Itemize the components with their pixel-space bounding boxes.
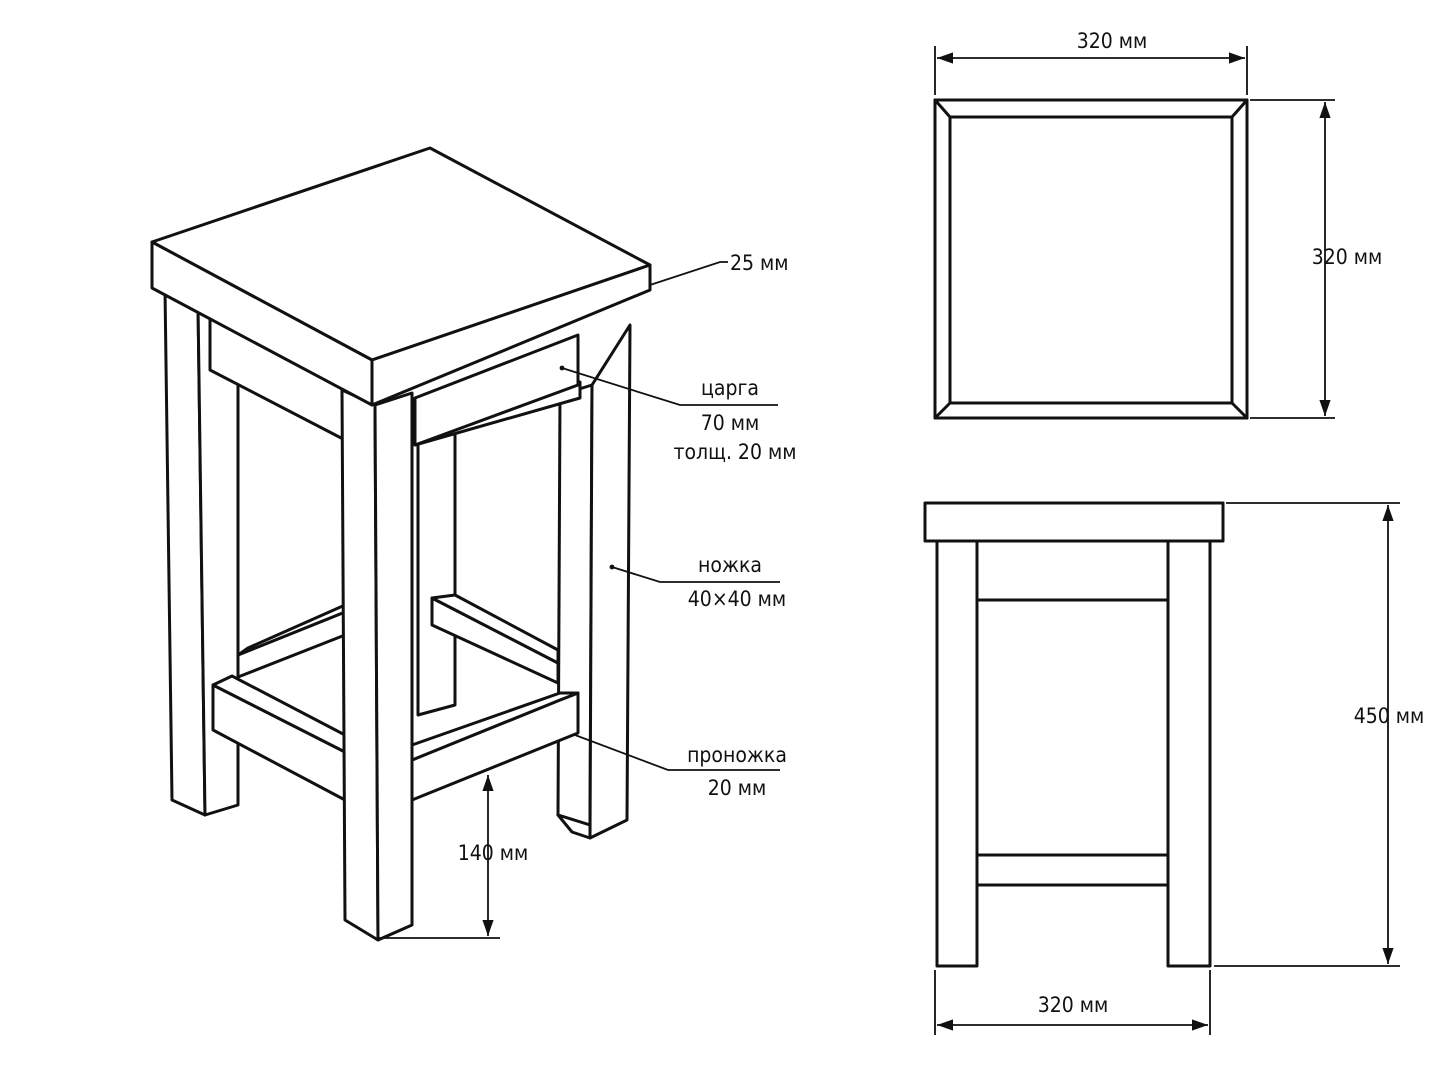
stretchers-back	[236, 593, 560, 685]
label-leg-name: ножка	[698, 553, 762, 577]
apron-front-view	[973, 538, 1172, 602]
apron-front	[413, 333, 580, 447]
top-width-dimension	[934, 46, 1248, 95]
stretcher-front-view	[973, 853, 1172, 887]
seat-top	[150, 146, 652, 407]
label-leg-size: 40×40 мм	[688, 587, 786, 611]
front-height-dimension	[1214, 502, 1400, 967]
leg-back-left	[416, 428, 457, 717]
isometric-view	[150, 146, 780, 942]
top-depth-dimension	[1250, 99, 1335, 419]
label-stretcher-height: 140 мм	[458, 841, 529, 865]
seat-chamfer-inner	[948, 115, 1234, 405]
top-view	[933, 46, 1335, 420]
leg-front-right	[340, 388, 414, 942]
leg-right-front-view	[1166, 538, 1212, 968]
label-front-width: 320 мм	[1038, 993, 1109, 1017]
label-apron-height: 70 мм	[701, 411, 760, 435]
leg-left-front-view	[935, 538, 979, 968]
label-front-height: 450 мм	[1354, 704, 1425, 728]
front-width-dimension	[934, 970, 1211, 1035]
label-apron-name: царга	[701, 376, 759, 400]
label-stretcher-size: 20 мм	[708, 776, 767, 800]
seat-front-view	[923, 501, 1225, 543]
label-top-width: 320 мм	[1077, 29, 1148, 53]
label-stretcher-name: проножка	[687, 743, 787, 767]
label-apron-thickness: толщ. 20 мм	[674, 440, 797, 464]
seat-outline-top	[933, 98, 1249, 420]
labels: 25 мм царга 70 мм толщ. 20 мм ножка 40×4…	[458, 29, 1425, 1017]
label-top-depth: 320 мм	[1312, 245, 1383, 269]
stretcher-height-dimension	[378, 775, 500, 939]
leader-lines	[559, 261, 780, 771]
front-view	[923, 501, 1400, 1035]
label-top-thickness: 25 мм	[730, 251, 789, 275]
